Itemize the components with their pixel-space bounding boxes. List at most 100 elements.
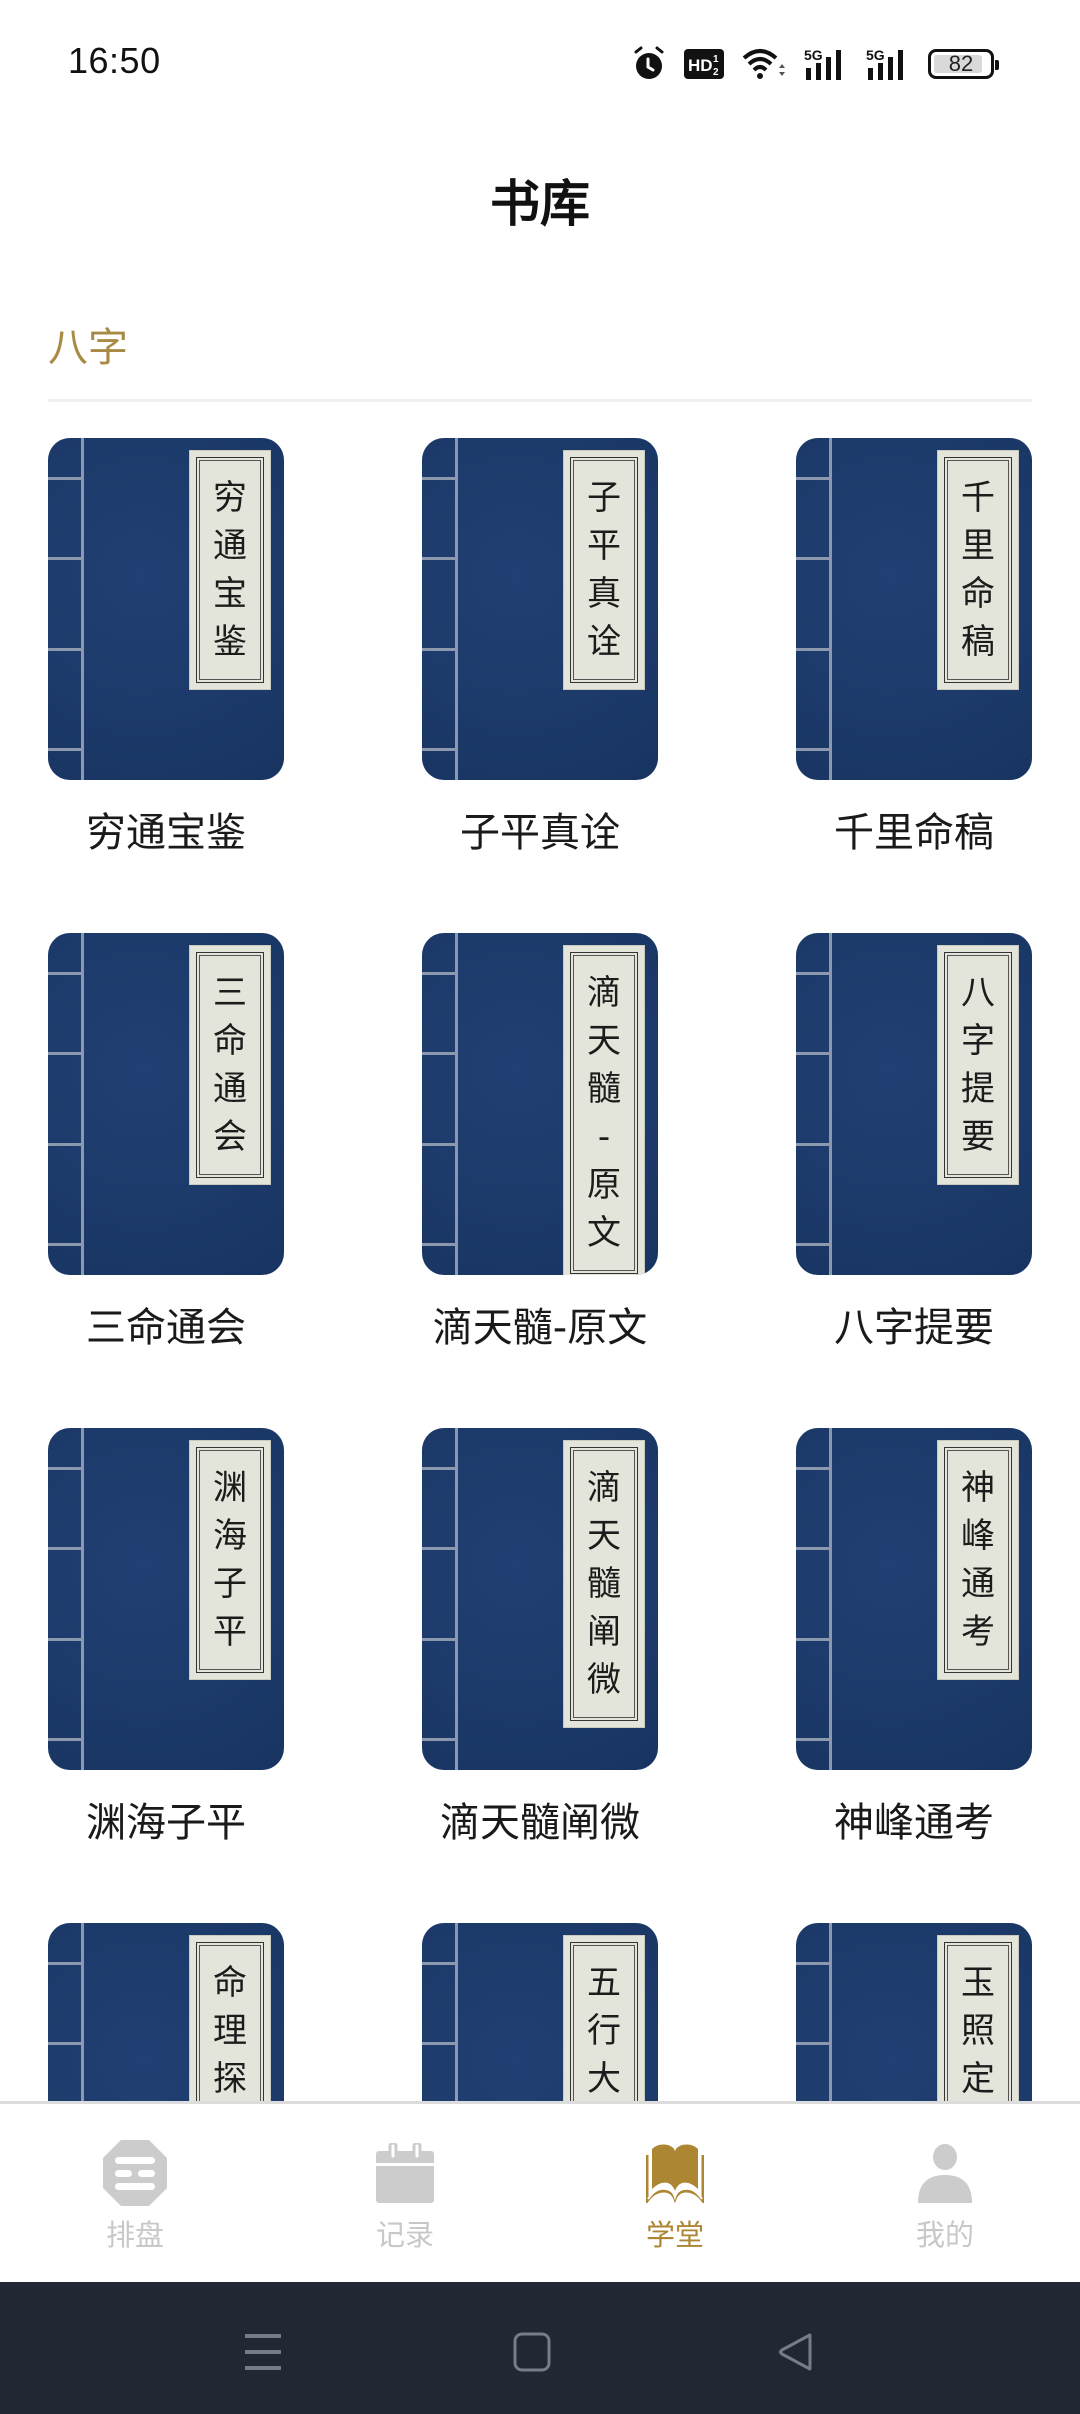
menu-icon[interactable]	[233, 2322, 293, 2382]
svg-text:2: 2	[713, 67, 719, 78]
book-title: 千里命稿	[834, 810, 994, 856]
book-item[interactable]: 神峰通考神峰通考	[796, 1428, 1032, 1848]
book-spine-line	[829, 1428, 832, 1770]
book-cover[interactable]: 滴天髓阐微	[422, 1428, 658, 1770]
book-cover-label: 神峰通考	[938, 1441, 1018, 1679]
book-stitch	[796, 557, 831, 560]
book-stitch	[48, 1143, 83, 1146]
cover-char: 命	[961, 574, 995, 614]
cover-char: 稿	[961, 622, 995, 662]
book-item[interactable]: 八字提要八字提要	[796, 933, 1032, 1353]
cover-char: 通	[213, 526, 247, 566]
book-cover-label: 穷通宝鉴	[190, 451, 270, 689]
book-stitch	[422, 557, 457, 560]
cover-char: 文	[587, 1213, 621, 1253]
book-item[interactable]: 千里命稿千里命稿	[796, 438, 1032, 858]
book-item[interactable]: 渊海子平渊海子平	[48, 1428, 284, 1848]
book-cover[interactable]: 渊海子平	[48, 1428, 284, 1770]
cover-char: -	[597, 1117, 611, 1157]
book-spine-line	[455, 438, 458, 780]
book-stitch	[796, 1638, 831, 1641]
book-title: 渊海子平	[86, 1800, 246, 1846]
book-spine-line	[455, 1923, 458, 2101]
book-grid: 穷通宝鉴穷通宝鉴子平真诠子平真诠千里命稿千里命稿三命通会三命通会滴天髓-原文滴天…	[48, 438, 1032, 2101]
book-item[interactable]: 命理探	[48, 1923, 284, 2101]
back-icon[interactable]	[766, 2322, 826, 2382]
book-cover-label: 五行大	[564, 1936, 644, 2101]
book-spine-line	[455, 933, 458, 1275]
book-cover[interactable]: 五行大	[422, 1923, 658, 2101]
book-stitch	[796, 1243, 831, 1246]
status-time: 16:50	[68, 40, 161, 81]
cover-char: 阐	[587, 1612, 621, 1652]
book-item[interactable]: 玉照定	[796, 1923, 1032, 2101]
book-cover[interactable]: 玉照定	[796, 1923, 1032, 2101]
book-stitch	[48, 1052, 83, 1055]
section-divider	[48, 399, 1032, 402]
cover-char: 滴	[587, 1468, 621, 1508]
cover-char: 平	[213, 1612, 247, 1652]
calendar-icon	[372, 2140, 438, 2206]
cover-char: 髓	[587, 1069, 621, 1109]
book-stitch	[422, 1962, 457, 1965]
book-spine-line	[81, 1923, 84, 2101]
book-stitch	[796, 1738, 831, 1741]
home-icon[interactable]	[502, 2322, 562, 2382]
tab-paipan[interactable]: 排盘	[0, 2104, 270, 2282]
book-item[interactable]: 子平真诠子平真诠	[422, 438, 658, 858]
book-item[interactable]: 滴天髓-原文滴天髓-原文	[422, 933, 658, 1353]
cover-char: 平	[587, 526, 621, 566]
cover-char: 命	[213, 1021, 247, 1061]
tab-school[interactable]: 学堂	[540, 2104, 810, 2282]
book-cover[interactable]: 千里命稿	[796, 438, 1032, 780]
book-item[interactable]: 穷通宝鉴穷通宝鉴	[48, 438, 284, 858]
book-stitch	[796, 2042, 831, 2045]
book-stitch	[48, 972, 83, 975]
cover-char: 探	[213, 2059, 247, 2099]
cover-char: 提	[961, 1069, 995, 1109]
book-stitch	[48, 1638, 83, 1641]
book-spine-line	[829, 438, 832, 780]
book-cover[interactable]: 命理探	[48, 1923, 284, 2101]
tab-records[interactable]: 记录	[270, 2104, 540, 2282]
book-cover[interactable]: 子平真诠	[422, 438, 658, 780]
alarm-icon	[632, 46, 666, 82]
book-stitch	[48, 557, 83, 560]
cover-char: 理	[213, 2011, 247, 2051]
book-stitch	[48, 477, 83, 480]
book-stitch	[422, 1738, 457, 1741]
book-cover-label: 滴天髓-原文	[564, 946, 644, 1275]
cover-char: 会	[213, 1117, 247, 1157]
cover-char: 宝	[213, 574, 247, 614]
cover-char: 八	[961, 973, 995, 1013]
book-stitch	[796, 477, 831, 480]
page-title: 书库	[490, 175, 590, 233]
cover-char: 渊	[213, 1468, 247, 1508]
book-spine-line	[81, 933, 84, 1275]
book-cover[interactable]: 八字提要	[796, 933, 1032, 1275]
tab-label: 记录	[375, 2218, 434, 2252]
cover-char: 微	[587, 1660, 621, 1700]
system-nav-bar	[0, 2282, 1080, 2414]
book-item[interactable]: 滴天髓阐微滴天髓阐微	[422, 1428, 658, 1848]
tab-mine[interactable]: 我的	[810, 2104, 1080, 2282]
book-spine-line	[829, 1923, 832, 2101]
book-item[interactable]: 三命通会三命通会	[48, 933, 284, 1353]
book-item[interactable]: 五行大	[422, 1923, 658, 2101]
cover-char: 五	[587, 1963, 621, 2003]
cover-char: 子	[213, 1564, 247, 1604]
book-stitch	[48, 1243, 83, 1246]
wifi-icon	[742, 46, 786, 82]
cover-char: 子	[587, 478, 621, 518]
book-stitch	[422, 1143, 457, 1146]
cover-char: 定	[961, 2059, 995, 2099]
book-stitch	[422, 748, 457, 751]
book-cover[interactable]: 穷通宝鉴	[48, 438, 284, 780]
book-cover[interactable]: 滴天髓-原文	[422, 933, 658, 1275]
book-cover[interactable]: 神峰通考	[796, 1428, 1032, 1770]
book-title: 子平真诠	[460, 810, 620, 856]
book-cover[interactable]: 三命通会	[48, 933, 284, 1275]
cover-char: 峰	[961, 1516, 995, 1556]
